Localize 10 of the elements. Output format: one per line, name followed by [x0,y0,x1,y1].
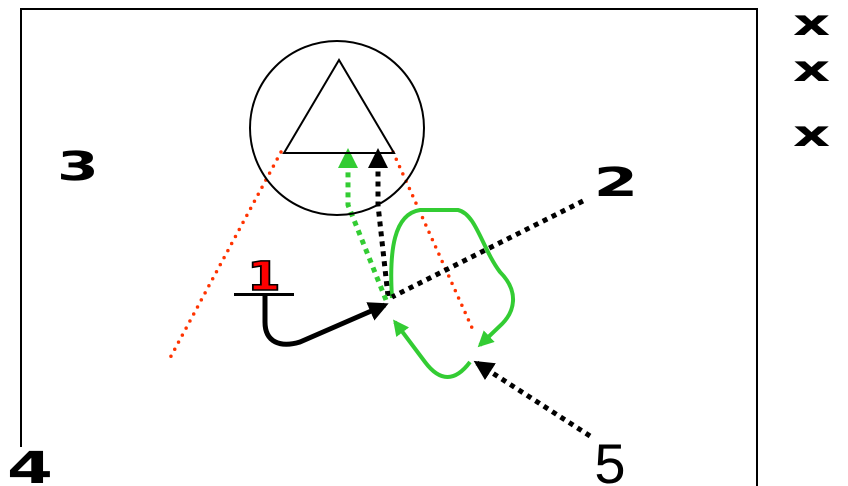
movement-line [390,198,584,300]
player-number: 1 [234,262,294,296]
player-number: 5 [590,436,630,486]
movement-arrow [368,148,390,296]
movement-arrow [474,360,592,438]
target-circle [249,40,425,216]
position-label: 4 [7,447,53,486]
player-number: 2 [583,163,649,201]
movement-arrow [262,296,389,347]
movement-arrow [338,148,388,301]
